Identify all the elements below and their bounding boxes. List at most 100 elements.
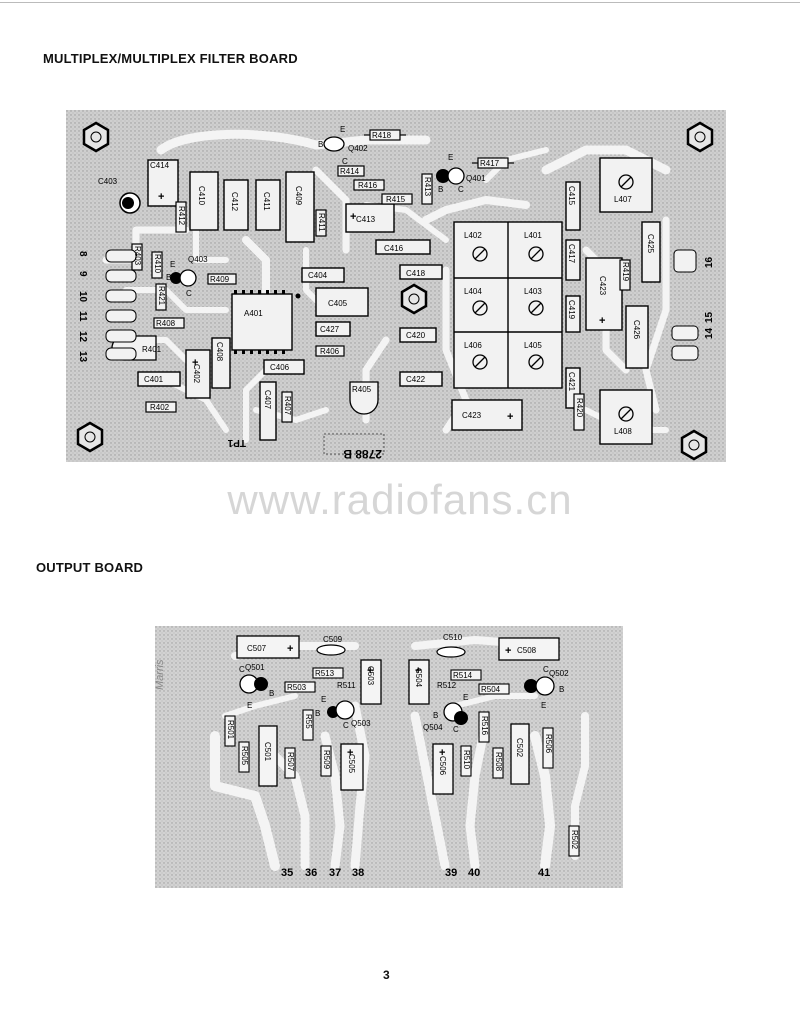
label-c-q503: C [343,721,349,730]
multiplex-board-diagram: E B C Q402 R418 R414 R416 R415 R417 E B … [66,110,726,462]
label-r509: R509 [322,750,331,770]
label-c423a: C423 [598,276,607,296]
label-e-q504: E [463,693,468,702]
label-c504: C504 [414,668,423,688]
top-rule [0,2,800,3]
label-c409: C409 [294,186,303,206]
label-c-q504: C [453,725,459,734]
label-r510: R510 [462,750,471,770]
terminal-13: 13 [77,351,88,363]
label-c421: C421 [567,372,576,392]
polarity-mark: + [124,199,130,211]
label-c-q502: C [543,665,549,674]
label-c508: C508 [517,646,537,655]
label-c415: C415 [567,186,576,206]
terminal-41: 41 [538,867,550,879]
label-c422: C422 [406,375,426,384]
label-r513: R513 [315,669,335,678]
polarity-mark: + [350,211,356,223]
label-b: B [318,140,323,149]
label-c507: C507 [247,644,267,653]
label-q501: Q501 [245,663,265,672]
label-r418: R418 [372,131,392,140]
label-r511: R511 [337,681,356,690]
polarity-mark: + [439,747,445,759]
output-board-diagram: C507 C509 C510 C508 C Q501 B E R513 R503… [155,626,623,888]
polarity-mark: + [192,357,198,369]
label-c401: C401 [144,375,164,384]
board-number: 2788 B [343,447,382,461]
label-r415: R415 [386,195,406,204]
label-r414: R414 [340,167,360,176]
label-r406: R406 [320,347,340,356]
label-r402: R402 [150,403,170,412]
terminal-9: 9 [77,271,88,277]
label-r401: R401 [142,345,162,354]
label-q503: Q503 [351,719,371,728]
terminal-36: 36 [305,867,317,879]
label-c503: C503 [366,666,375,686]
label-r505: R505 [240,746,249,766]
polarity-mark: + [347,747,353,759]
label-c403: C403 [98,177,118,186]
label-r55: R55 [304,714,313,729]
label-r502: R502 [570,830,579,850]
label-r407: R407 [283,396,292,416]
label-r416: R416 [358,181,378,190]
label-c501: C501 [263,742,272,762]
label-r514: R514 [453,671,473,680]
label-c505: C505 [347,754,356,774]
label-b3: B [166,273,171,282]
label-c427: C427 [320,325,340,334]
stamp-text: Marris [155,659,166,690]
label-tp1: TP1 [227,437,246,448]
label-b-q503: B [315,709,320,718]
polarity-mark: + [415,665,421,677]
label-r409: R409 [210,275,230,284]
label-l402: L402 [464,231,482,240]
label-c414: C414 [150,161,170,170]
label-r504: R504 [481,685,501,694]
label-c407: C407 [263,390,272,410]
page-number: 3 [383,968,390,982]
label-c-q501: C [239,665,245,674]
label-c426: C426 [632,320,641,340]
label-c412: C412 [230,192,239,212]
label-b-q501: B [269,689,274,698]
polarity-mark: + [505,645,511,657]
label-c425: C425 [646,234,655,254]
label-r413: R413 [423,177,432,197]
terminal-11: 11 [77,311,88,322]
polarity-mark: + [158,191,164,203]
label-r403: R403 [133,246,142,266]
mounting-hole [686,121,714,153]
label-c419: C419 [567,300,576,320]
terminal-8: 8 [77,251,88,257]
label-c502: C502 [515,738,524,758]
label-c405: C405 [328,299,348,308]
terminal-15: 15 [704,311,715,323]
label-q504: Q504 [423,723,443,732]
terminal-39: 39 [445,867,457,879]
label-l406: L406 [464,341,482,350]
label-r420: R420 [575,398,584,418]
label-c402: C402 [192,364,201,384]
polarity-mark: + [287,643,293,655]
polarity-mark: + [599,315,605,327]
label-r419: R419 [621,262,630,282]
label-c423b: C423 [462,411,482,420]
label-r506: R506 [544,734,553,754]
label-l405: L405 [524,341,542,350]
label-r417: R417 [480,159,500,168]
terminal-35: 35 [281,867,293,879]
mounting-hole [680,429,708,461]
label-c506: C506 [438,756,447,776]
label-l404: L404 [464,287,482,296]
label-l403: L403 [524,287,542,296]
label-c411: C411 [262,192,271,211]
label-b2: B [438,185,443,194]
label-c: C [342,157,348,166]
label-e: E [340,125,345,134]
label-c2: C [458,185,464,194]
label-r405: R405 [352,385,372,394]
